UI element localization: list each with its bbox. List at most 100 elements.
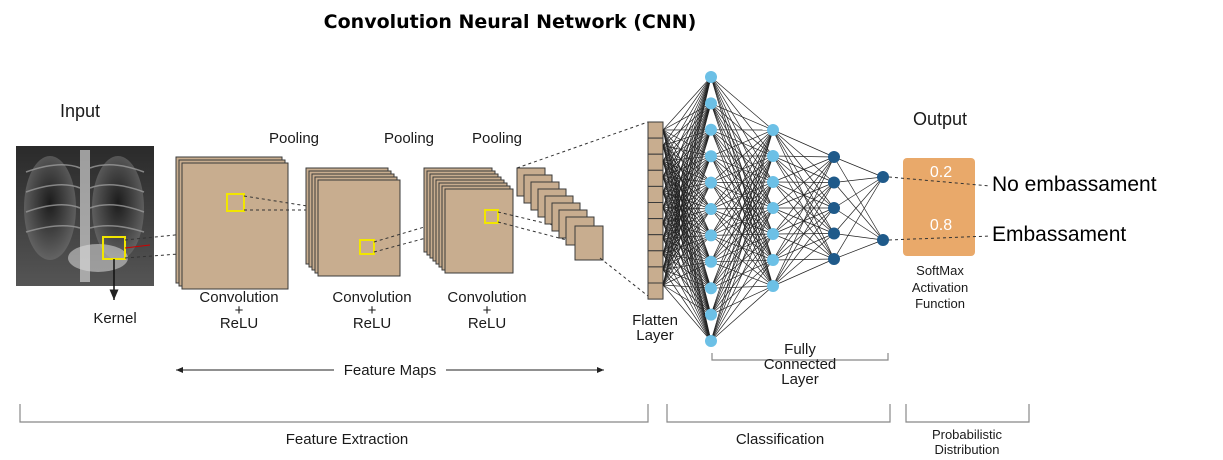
nn-edge bbox=[662, 284, 712, 289]
flatten-layer bbox=[647, 121, 664, 300]
nn-edge bbox=[710, 129, 774, 236]
nn-edge bbox=[662, 129, 712, 208]
flatten-label-line2: Layer bbox=[636, 327, 674, 344]
neuron-layer-4 bbox=[877, 171, 889, 183]
nn-edge bbox=[772, 156, 835, 261]
output-prob-no-embassament: 0.2 bbox=[930, 164, 952, 181]
nn-edge bbox=[710, 129, 774, 210]
nn-edge bbox=[710, 155, 774, 342]
neuron-layer-2 bbox=[767, 254, 779, 266]
nn-edge bbox=[710, 129, 774, 315]
nn-edge bbox=[710, 76, 774, 131]
nn-edge bbox=[710, 129, 774, 262]
output-link-1 bbox=[888, 176, 991, 187]
nn-edge bbox=[662, 103, 712, 239]
nn-edge bbox=[710, 207, 774, 342]
nn-edge bbox=[833, 156, 884, 241]
nn-edge bbox=[772, 129, 835, 158]
nn-edge bbox=[710, 233, 774, 342]
nn-edge bbox=[772, 156, 835, 235]
conv-label-1-line3: ReLU bbox=[220, 315, 258, 332]
neuron-layer-2 bbox=[767, 280, 779, 292]
nn-edge bbox=[662, 129, 712, 193]
neuron-layer-2 bbox=[767, 228, 779, 240]
pooled-feature-stack bbox=[516, 167, 604, 261]
softmax-output-box bbox=[903, 158, 975, 256]
diagram-title: Convolution Neural Network (CNN) bbox=[324, 11, 697, 33]
nn-edge bbox=[662, 261, 712, 286]
flatten-cell bbox=[647, 169, 664, 187]
nn-edge bbox=[662, 103, 712, 208]
neuron-layer-1 bbox=[705, 71, 717, 83]
class-label-no-embassament: No embassament bbox=[992, 173, 1157, 196]
nn-edge bbox=[833, 156, 884, 178]
nn-edge bbox=[710, 103, 774, 131]
nn-edge bbox=[833, 233, 884, 241]
neuron-layer-2 bbox=[767, 124, 779, 136]
neuron-layer-3 bbox=[828, 227, 840, 240]
fc-label-line2: Connected bbox=[764, 356, 837, 373]
neuron-layer-1 bbox=[705, 203, 717, 215]
feature-map-3-kernel bbox=[484, 209, 499, 224]
prob-dist-label-line2: Distribution bbox=[934, 442, 999, 457]
nn-edge bbox=[662, 76, 712, 131]
nn-edge bbox=[833, 176, 884, 234]
nn-edge bbox=[662, 103, 712, 193]
nn-edge bbox=[662, 103, 712, 255]
flatten-label-line1: Flatten bbox=[632, 312, 678, 329]
class-label-embassament: Embassament bbox=[992, 223, 1126, 246]
neuron-layer-2 bbox=[767, 150, 779, 162]
feature-extraction-bracket bbox=[19, 404, 649, 423]
nn-edge bbox=[662, 235, 712, 286]
nn-edge bbox=[662, 76, 712, 239]
prob-dist-label-line1: Probabilistic bbox=[932, 427, 1003, 442]
flatten-cell bbox=[647, 234, 664, 252]
nn-edge bbox=[833, 207, 884, 241]
nn-edge bbox=[662, 76, 712, 286]
nn-edge bbox=[710, 285, 774, 342]
nn-edge bbox=[772, 155, 835, 158]
neuron-layer-2 bbox=[767, 176, 779, 188]
conv-label-2-line3: ReLU bbox=[353, 315, 391, 332]
classification-bracket bbox=[666, 404, 891, 423]
softmax-label-line1: SoftMax bbox=[916, 263, 964, 278]
conv-label-1-line1: Convolution bbox=[199, 289, 278, 306]
nn-edge bbox=[662, 129, 712, 255]
neuron-layer-3 bbox=[828, 176, 840, 189]
nn-edge bbox=[662, 103, 712, 270]
input-label: Input bbox=[60, 101, 100, 121]
neuron-layer-2 bbox=[767, 202, 779, 214]
neuron-layer-4 bbox=[877, 234, 889, 246]
nn-edge bbox=[710, 129, 774, 183]
feature-extraction-label: Feature Extraction bbox=[286, 431, 409, 448]
output-prob-embassament: 0.8 bbox=[930, 217, 952, 234]
nn-edge bbox=[833, 239, 884, 260]
nn-edge bbox=[662, 76, 712, 270]
flatten-cell bbox=[647, 250, 664, 268]
feature-map-2-kernel bbox=[359, 239, 375, 255]
neuron-layer-1 bbox=[705, 255, 717, 268]
nn-edge bbox=[710, 129, 774, 342]
nn-edge bbox=[662, 76, 712, 208]
feature-map-2 bbox=[305, 167, 401, 277]
nn-edge bbox=[772, 156, 835, 209]
nn-edge bbox=[662, 129, 712, 177]
nn-edge bbox=[833, 182, 884, 241]
pooling-label-1: Pooling bbox=[269, 130, 319, 147]
flatten-cell bbox=[647, 153, 664, 171]
softmax-label-line2: Activation bbox=[912, 280, 968, 295]
feature-maps-label: Feature Maps bbox=[344, 362, 437, 379]
nn-edge bbox=[710, 259, 774, 342]
nn-edge bbox=[662, 103, 712, 177]
feature-map-1-kernel bbox=[226, 193, 245, 212]
neuron-layer-3 bbox=[828, 202, 840, 214]
nn-edge bbox=[710, 129, 774, 289]
nn-edge bbox=[662, 129, 712, 270]
neuron-layer-1 bbox=[705, 229, 717, 242]
fc-label-line3: Layer bbox=[781, 371, 819, 388]
nn-edge bbox=[662, 129, 712, 239]
nn-edge bbox=[662, 76, 712, 193]
neuron-layer-3 bbox=[828, 151, 840, 163]
output-link-2 bbox=[888, 235, 991, 241]
